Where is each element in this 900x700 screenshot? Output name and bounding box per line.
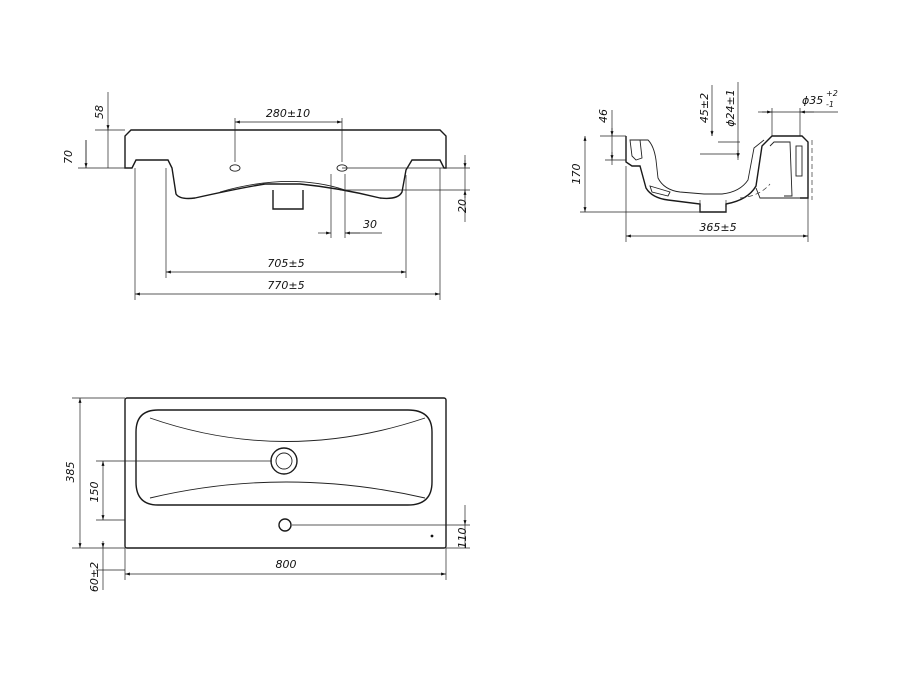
top-outline bbox=[124, 397, 447, 549]
dim-drain-from-edge: 150 bbox=[88, 482, 101, 503]
side-front-lip bbox=[629, 139, 643, 161]
top-drain-inner bbox=[275, 452, 293, 470]
top-view: 385 150 110 60±2 800 bbox=[64, 397, 470, 592]
side-bowl-inner bbox=[640, 139, 765, 195]
front-tap-hole-left bbox=[229, 164, 241, 172]
dim-total-height: 170 bbox=[570, 164, 583, 185]
top-bowl-front-curve bbox=[149, 481, 426, 499]
dim-hole-spacing: 280±10 bbox=[266, 107, 310, 120]
dim-bottom-height: 20 bbox=[456, 199, 469, 213]
top-drain-outer bbox=[270, 447, 298, 475]
front-bowl-curve bbox=[219, 181, 346, 193]
dim-tap-tol-plus: +2 bbox=[826, 89, 838, 98]
dim-drain-offset: 45±2 bbox=[698, 93, 711, 123]
top-bowl bbox=[135, 409, 433, 506]
dim-front-offset: 60±2 bbox=[88, 562, 101, 592]
side-back-wall bbox=[769, 141, 793, 197]
dim-tap-diameter-base: ϕ35 bbox=[802, 94, 823, 107]
front-outline bbox=[124, 129, 447, 200]
side-outline bbox=[625, 135, 809, 213]
dim-overall-width: 770±5 bbox=[267, 279, 304, 292]
front-drain-stub bbox=[272, 190, 304, 210]
front-view: 280±10 58 70 20 30 705±5 770±5 bbox=[62, 92, 470, 300]
dim-inner-width: 705±5 bbox=[267, 257, 304, 270]
top-bowl-back-curve bbox=[149, 417, 426, 442]
side-rib bbox=[649, 185, 671, 197]
dim-top-width: 800 bbox=[276, 558, 297, 571]
top-tap-dot bbox=[430, 534, 434, 538]
dim-side-depth: 365±5 bbox=[699, 221, 736, 234]
side-view: 46 170 45±2 ϕ24±1 ϕ35 +2 -1 365±5 bbox=[570, 82, 838, 242]
dim-top-depth: 385 bbox=[64, 462, 77, 483]
dim-hole-offset: 30 bbox=[363, 218, 377, 231]
side-tap-slot bbox=[795, 145, 803, 177]
top-tap-hole bbox=[278, 518, 292, 532]
dim-tap-tol-minus: -1 bbox=[826, 100, 834, 109]
dim-rim-height: 70 bbox=[62, 150, 75, 164]
dim-tap-from-edge: 110 bbox=[456, 528, 469, 549]
dim-wall-height: 46 bbox=[597, 109, 610, 123]
dim-drain-diameter: ϕ24±1 bbox=[724, 89, 737, 126]
dim-tap-diameter: ϕ35 bbox=[802, 94, 823, 107]
dim-top-height: 58 bbox=[93, 105, 106, 119]
